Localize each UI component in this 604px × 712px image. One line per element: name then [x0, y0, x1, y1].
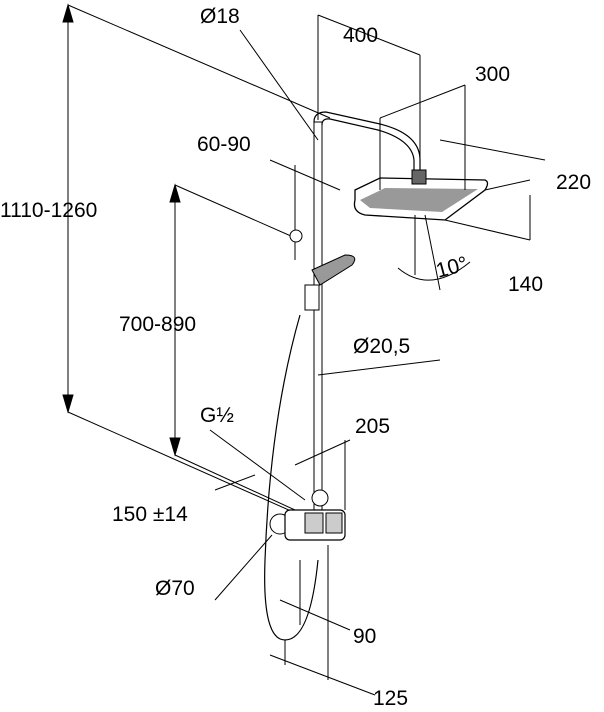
label-rosette-diameter: Ø70: [155, 577, 195, 600]
extension-line: [174, 184, 301, 241]
hand-shower: [311, 254, 356, 286]
leader-line: [214, 534, 273, 601]
extension-line: [67, 411, 301, 516]
extension-line: [444, 219, 531, 241]
label-arm-length: 400: [343, 24, 379, 47]
label-pipe-diameter: Ø20,5: [353, 335, 411, 358]
slide-holder: [304, 284, 320, 311]
wall-distance-dim: [294, 439, 351, 466]
label-mixer-projection: 125: [373, 687, 409, 710]
label-pipe-diameter-top: Ø18: [200, 5, 240, 28]
shower-hose: [264, 314, 319, 641]
label-head-depth: 220: [556, 171, 592, 194]
arrow-head: [169, 183, 181, 203]
holder-spacing-dim: [269, 159, 341, 191]
label-mixer-depth: 90: [353, 625, 377, 648]
shower-arm-inner: [321, 118, 415, 175]
shower-arm: [313, 111, 421, 175]
wall-bracket: [289, 229, 303, 243]
rosette-right: [311, 489, 329, 507]
label-total-height: 1110-1260: [0, 199, 98, 222]
arm-length-dim: [317, 14, 421, 56]
head-depth-dim: [439, 139, 546, 161]
mixer-button: [304, 512, 324, 534]
connection-spacing-dim: [214, 474, 256, 491]
label-connection-spacing: 150 ±14: [112, 503, 188, 526]
label-holder-spacing: 60-90: [197, 133, 251, 156]
label-thread: G½: [200, 404, 234, 427]
tilt-arc: [397, 261, 471, 281]
mixer-button: [325, 512, 343, 534]
head-width-dim: [379, 84, 466, 119]
label-head-width: 300: [475, 63, 511, 86]
arrow-head: [169, 437, 181, 457]
leader-line: [239, 29, 319, 141]
mixer-projection-dim: [269, 654, 376, 696]
extension-line: [484, 179, 531, 191]
arrow-head: [62, 3, 74, 23]
tilt-line: [424, 214, 441, 291]
extension-line: [67, 4, 331, 119]
mixer-depth-dim: [279, 599, 351, 631]
shower-pipe: [313, 121, 323, 541]
label-head-offset: 140: [508, 273, 544, 296]
head-joint: [411, 169, 427, 185]
leader-line: [317, 359, 441, 376]
arrow-head: [62, 394, 74, 414]
label-holder-height: 700-890: [119, 313, 197, 336]
rain-shower-head-face: [360, 188, 478, 212]
leader-line: [209, 429, 306, 501]
label-wall-distance: 205: [355, 415, 391, 438]
